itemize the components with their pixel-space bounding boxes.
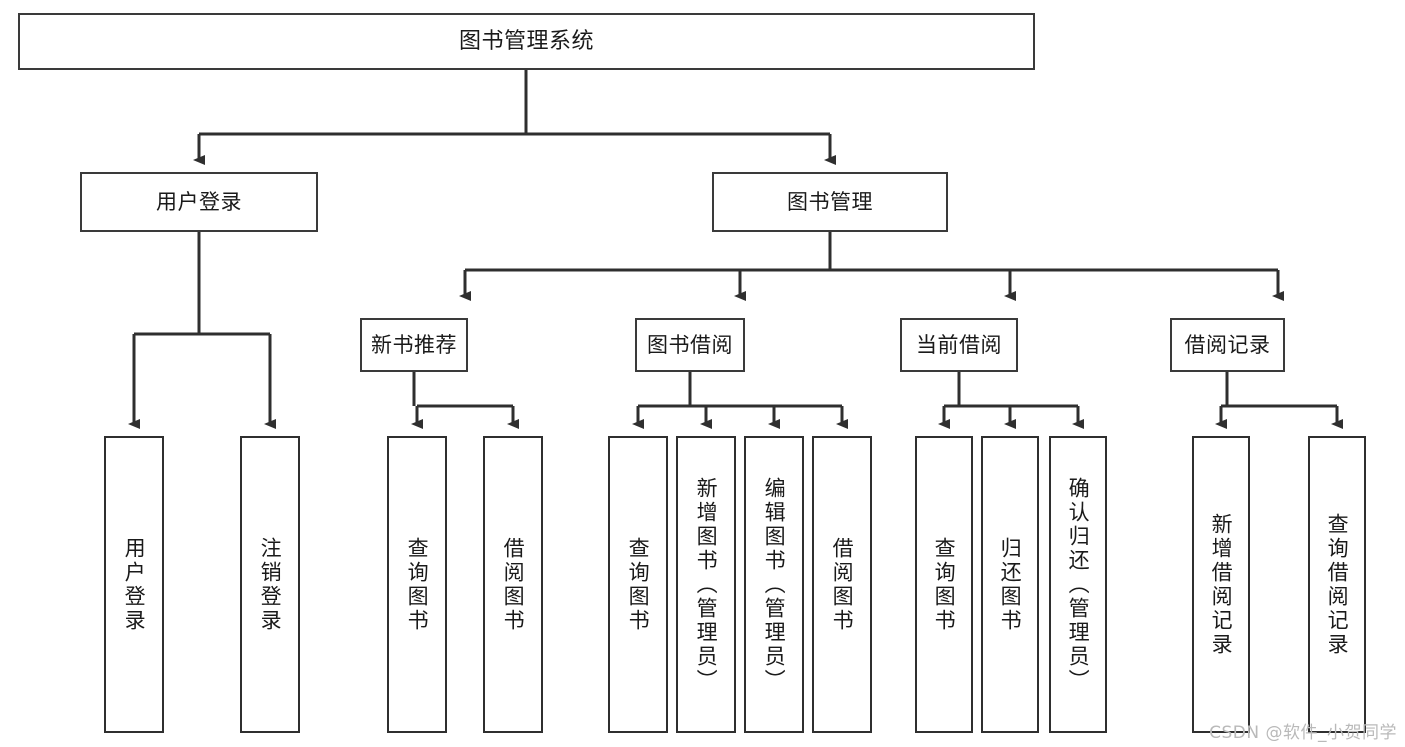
leaf-user-login[interactable]: 用户登录 — [104, 436, 164, 733]
node-label: 查询图书 — [405, 536, 430, 633]
leaf-user-logout[interactable]: 注销登录 — [240, 436, 300, 733]
leaf-borrow-add-book-admin[interactable]: 新增图书（管理员） — [676, 436, 736, 733]
leaf-current-confirm-return-admin[interactable]: 确认归还（管理员） — [1049, 436, 1107, 733]
node-new-book-recommend[interactable]: 新书推荐 — [360, 318, 468, 372]
node-label: 编辑图书（管理员） — [762, 476, 787, 693]
node-label: 新增图书（管理员） — [694, 476, 719, 693]
leaf-record-query-record[interactable]: 查询借阅记录 — [1308, 436, 1366, 733]
node-label: 新书推荐 — [371, 332, 457, 357]
leaf-current-return-book[interactable]: 归还图书 — [981, 436, 1039, 733]
node-book-borrow[interactable]: 图书借阅 — [635, 318, 745, 372]
node-label: 借阅图书 — [501, 536, 526, 633]
leaf-borrow-query-book[interactable]: 查询图书 — [608, 436, 668, 733]
node-label: 注销登录 — [258, 536, 283, 633]
node-label: 新增借阅记录 — [1209, 512, 1234, 657]
leaf-borrow-edit-book-admin[interactable]: 编辑图书（管理员） — [744, 436, 804, 733]
node-label: 查询图书 — [626, 536, 651, 633]
node-current-borrow[interactable]: 当前借阅 — [900, 318, 1018, 372]
node-label: 查询图书 — [932, 536, 957, 633]
leaf-newbook-query-book[interactable]: 查询图书 — [387, 436, 447, 733]
node-label: 图书管理 — [787, 189, 873, 214]
node-borrow-record[interactable]: 借阅记录 — [1170, 318, 1285, 372]
leaf-record-add-record[interactable]: 新增借阅记录 — [1192, 436, 1250, 733]
node-label: 确认归还（管理员） — [1066, 476, 1091, 693]
leaf-newbook-borrow-book[interactable]: 借阅图书 — [483, 436, 543, 733]
node-root-system[interactable]: 图书管理系统 — [18, 13, 1035, 70]
node-label: 用户登录 — [122, 536, 147, 633]
node-label: 图书借阅 — [647, 332, 733, 357]
node-label: 查询借阅记录 — [1325, 512, 1350, 657]
node-label: 图书管理系统 — [458, 28, 594, 54]
node-label: 借阅图书 — [830, 536, 855, 633]
node-label: 当前借阅 — [916, 332, 1002, 357]
leaf-borrow-borrow-book[interactable]: 借阅图书 — [812, 436, 872, 733]
node-user-login[interactable]: 用户登录 — [80, 172, 318, 232]
node-book-management[interactable]: 图书管理 — [712, 172, 948, 232]
node-label: 归还图书 — [998, 536, 1023, 633]
leaf-current-query-book[interactable]: 查询图书 — [915, 436, 973, 733]
node-label: 用户登录 — [156, 189, 242, 214]
node-label: 借阅记录 — [1184, 332, 1271, 357]
